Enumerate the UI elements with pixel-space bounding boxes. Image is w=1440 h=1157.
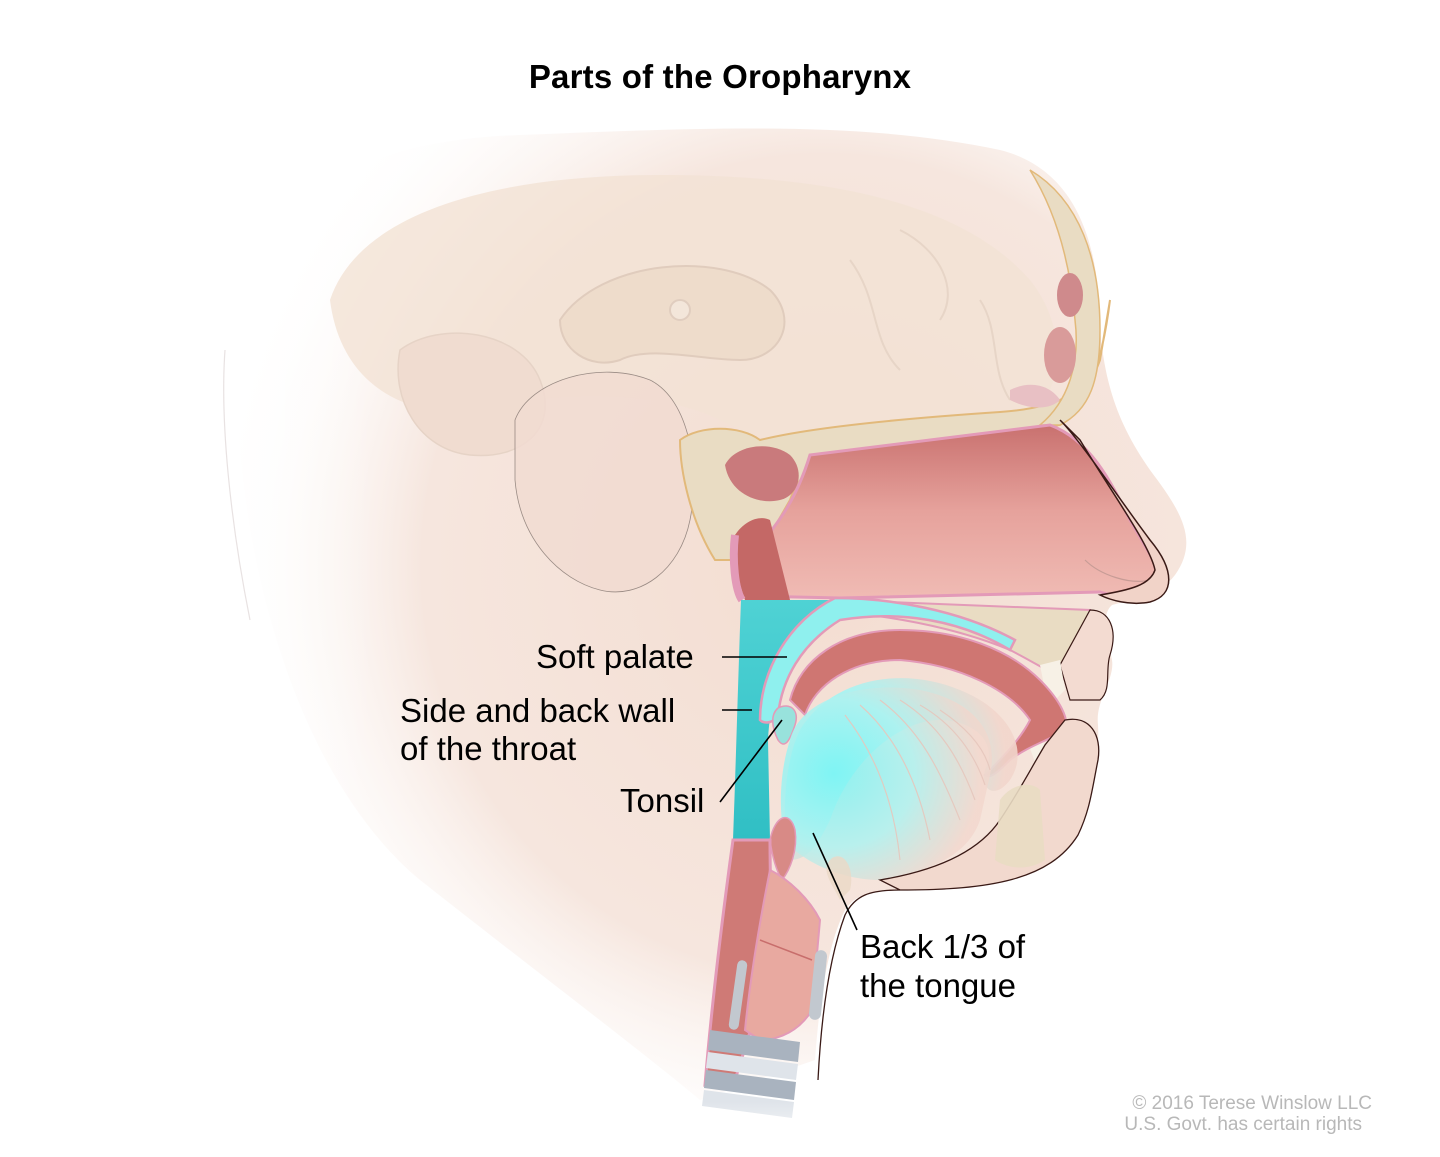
ear-outline	[514, 371, 695, 593]
left-fade-overlay	[0, 0, 380, 1152]
copyright-line1: © 2016 Terese Winslow LLC	[1132, 1093, 1372, 1114]
tonsil-leader	[719, 719, 783, 803]
label-side-back-wall-line2: of the throat	[400, 730, 577, 767]
tongue-muscle-fibers	[844, 699, 991, 861]
tongue-leader	[812, 832, 858, 931]
mandible	[995, 784, 1045, 868]
label-side-back-wall-line1: Side and back wall	[400, 692, 676, 729]
nasopharynx	[734, 518, 790, 600]
upper-lip	[1059, 609, 1114, 701]
epiglottis	[769, 817, 797, 882]
ethmoid-sinus	[1044, 327, 1076, 383]
label-back-tongue-line2: the tongue	[860, 967, 1016, 1004]
label-back-tongue-line1: Back 1/3 of	[860, 928, 1026, 965]
oropharynx-throat-highlight	[733, 600, 840, 840]
soft-palate-highlight	[758, 596, 1017, 724]
bottom-fade	[600, 900, 900, 1152]
diagram-title: Parts of the Oropharynx	[528, 58, 912, 95]
frontal-sinus	[1057, 273, 1083, 317]
copyright-line2: U.S. Govt. has certain rights	[1124, 1114, 1362, 1135]
tongue-base	[780, 687, 992, 880]
frontal-bone	[1029, 169, 1101, 426]
label-tonsil: Tonsil	[620, 782, 705, 819]
label-soft-palate: Soft palate	[536, 638, 694, 675]
sphenoid-sinus	[725, 446, 799, 502]
eye	[1010, 384, 1060, 408]
tonsil	[772, 705, 797, 745]
nose	[1059, 419, 1170, 605]
